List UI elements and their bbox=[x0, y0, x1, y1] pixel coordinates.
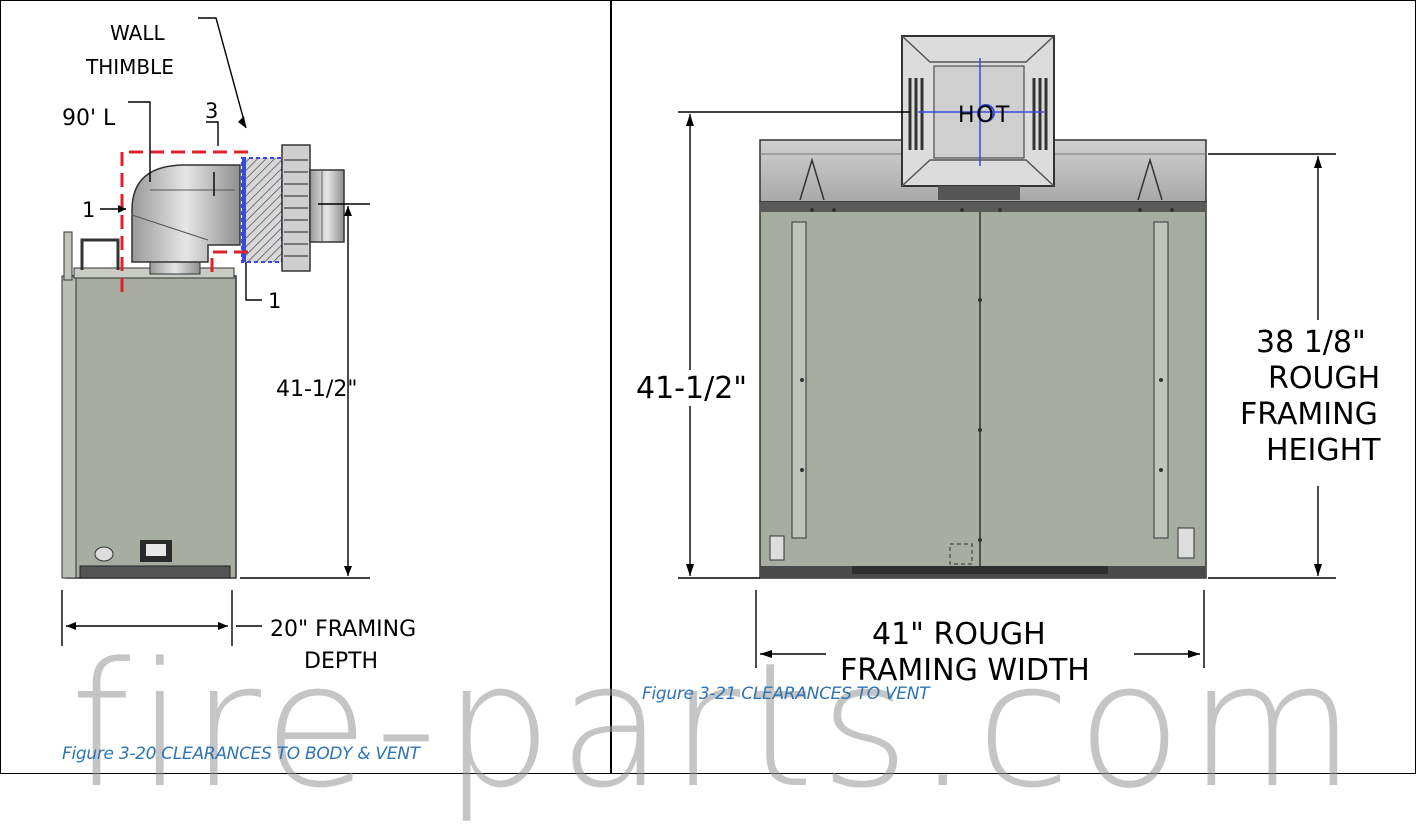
wall-thimble bbox=[241, 157, 283, 263]
standoff-left bbox=[63, 231, 73, 281]
label-rough-height-2: ROUGH bbox=[1268, 361, 1380, 396]
watermark: fire-parts.com bbox=[70, 625, 1362, 826]
front-view-diagram: HOT 41-1/2" 38 1/8" ROUGH FRAMING HEIGHT… bbox=[636, 35, 1381, 688]
panel-divider bbox=[610, 0, 612, 774]
label-depth-line2: DEPTH bbox=[304, 649, 378, 674]
clearance-zone bbox=[120, 150, 250, 292]
figure-caption-right: Figure 3-21 CLEARANCES TO VENT bbox=[642, 684, 930, 704]
label-clearance-1-left: 1 bbox=[82, 198, 95, 222]
base-rail bbox=[79, 565, 231, 579]
label-height-side: 41-1/2" bbox=[276, 377, 357, 402]
standoff-frame bbox=[80, 238, 120, 270]
outlet-pipe bbox=[309, 169, 345, 243]
label-rough-height-3: FRAMING bbox=[1240, 397, 1378, 432]
label-wall: WALL bbox=[110, 21, 166, 45]
right-control bbox=[1177, 527, 1195, 559]
label-clearance-3: 3 bbox=[205, 99, 218, 123]
fireplace-body-front bbox=[759, 201, 1207, 579]
left-rail bbox=[791, 221, 807, 539]
label-elbow: 90' L bbox=[62, 106, 116, 131]
label-rough-height-value: 38 1/8" bbox=[1256, 325, 1366, 360]
label-rough-width-1: 41" ROUGH bbox=[872, 617, 1046, 652]
label-height-front: 41-1/2" bbox=[636, 371, 747, 406]
label-rough-width-2: FRAMING WIDTH bbox=[840, 653, 1090, 688]
label-depth-line1: 20" FRAMING bbox=[270, 617, 416, 642]
side-frame-strip bbox=[61, 275, 77, 579]
figure-caption-left: Figure 3-20 CLEARANCES TO BODY & VENT bbox=[62, 744, 420, 764]
elbow-pipe bbox=[131, 164, 241, 263]
burner-valve-icon bbox=[94, 546, 114, 562]
fireplace-body-side bbox=[65, 275, 237, 579]
label-clearance-1-bottom: 1 bbox=[268, 289, 281, 313]
left-control bbox=[769, 535, 785, 561]
label-rough-height-4: HEIGHT bbox=[1266, 433, 1381, 468]
hot-label: HOT bbox=[958, 103, 1011, 128]
side-view-diagram: WALL THIMBLE 90' L 3 1 1 41-1/2" 20" FRA… bbox=[61, 17, 416, 674]
label-thimble: THIMBLE bbox=[85, 55, 174, 79]
